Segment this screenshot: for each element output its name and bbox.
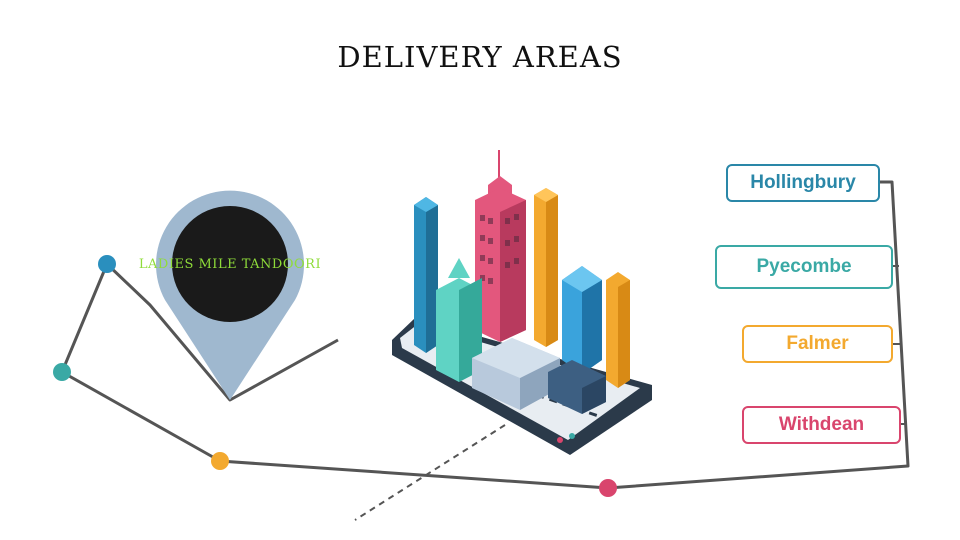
route-dots — [53, 255, 617, 497]
route-dot-pink — [599, 479, 617, 497]
area-pyecombe: Pyecombe — [715, 245, 893, 289]
logo-text: LADIES MILE TANDOORI — [139, 257, 321, 272]
area-hollingbury: Hollingbury — [726, 164, 880, 202]
route-dot-blue — [98, 255, 116, 273]
area-label: Hollingbury — [750, 172, 856, 193]
route-dashed — [354, 424, 506, 521]
logo-badge — [172, 206, 288, 322]
route-dot-teal — [53, 363, 71, 381]
location-pin: LADIES MILE TANDOORI — [139, 190, 321, 400]
page-title: DELIVERY AREAS — [337, 40, 623, 74]
area-label: Withdean — [778, 414, 865, 435]
area-label: Falmer — [786, 333, 849, 354]
route-dot-orange — [211, 452, 229, 470]
city-illustration — [392, 150, 652, 455]
area-label: Pyecombe — [756, 256, 852, 277]
area-falmer: Falmer — [742, 325, 893, 363]
route-right — [607, 180, 910, 490]
area-withdean: Withdean — [742, 406, 901, 444]
area-connectors — [893, 265, 906, 425]
